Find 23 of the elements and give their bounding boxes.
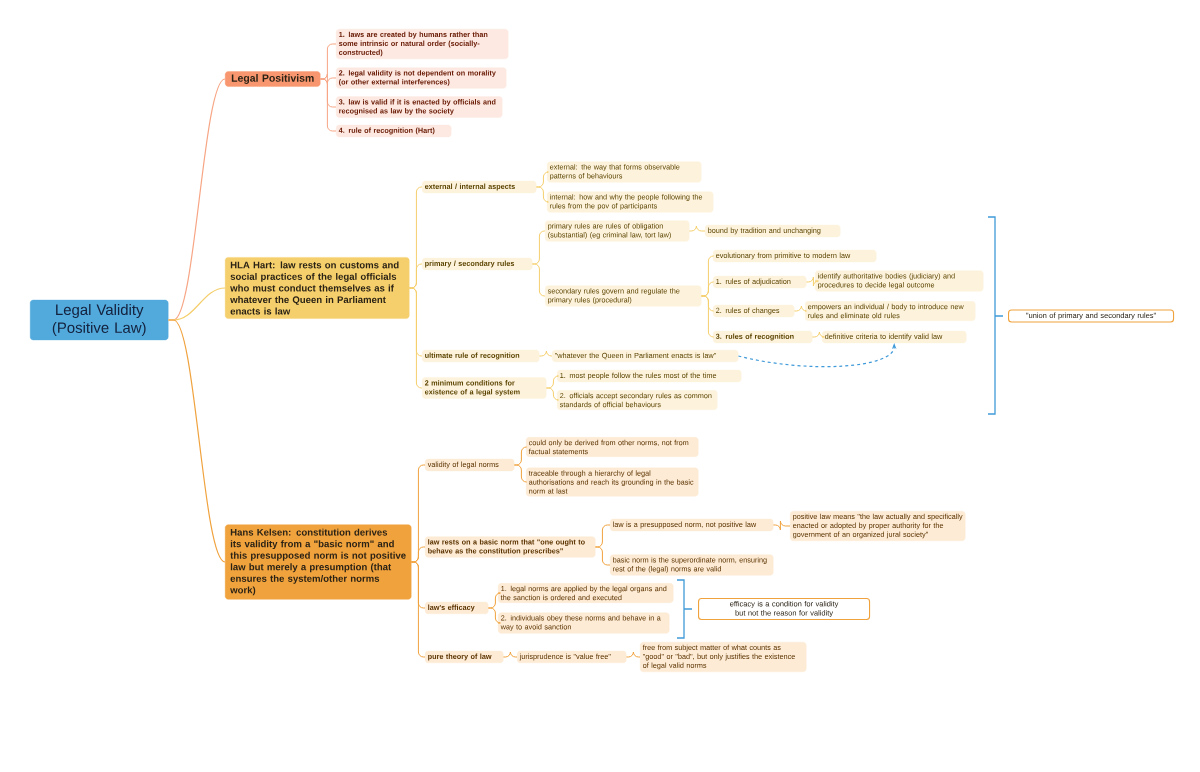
branch-line (700, 295, 714, 338)
branch-line (408, 287, 423, 389)
main-topic-box: HLA Hart: law rests on customs and social practices of the legal officials who must conduct themselves as if whatever the Queen in Parliament enacts is law (225, 257, 410, 319)
branch-line (625, 651, 641, 658)
branch-line (688, 225, 706, 232)
branch-line (805, 276, 819, 287)
branch-line (538, 350, 553, 357)
branch-line (594, 546, 611, 566)
branch-line (531, 263, 546, 297)
branch-line (772, 520, 791, 531)
branch-line (319, 78, 337, 132)
branch-line (545, 387, 559, 401)
branch-line (513, 464, 527, 483)
branch-line (487, 607, 501, 624)
branch-line (167, 319, 226, 563)
branch-line (410, 561, 426, 658)
main-topic-box: Legal Positivism (225, 71, 321, 87)
branch-line (535, 186, 549, 203)
branch-line (793, 305, 807, 312)
branch-line (811, 331, 825, 338)
central-topic: Legal Validity (Positive Law) (30, 299, 169, 341)
main-topic-box: Hans Kelsen: constitution derives its validity from a "basic norm" and this presupposed norm is not positive law but merely a presumption (that ensures the system/other norms work) (225, 524, 412, 600)
branch-line (502, 651, 518, 658)
